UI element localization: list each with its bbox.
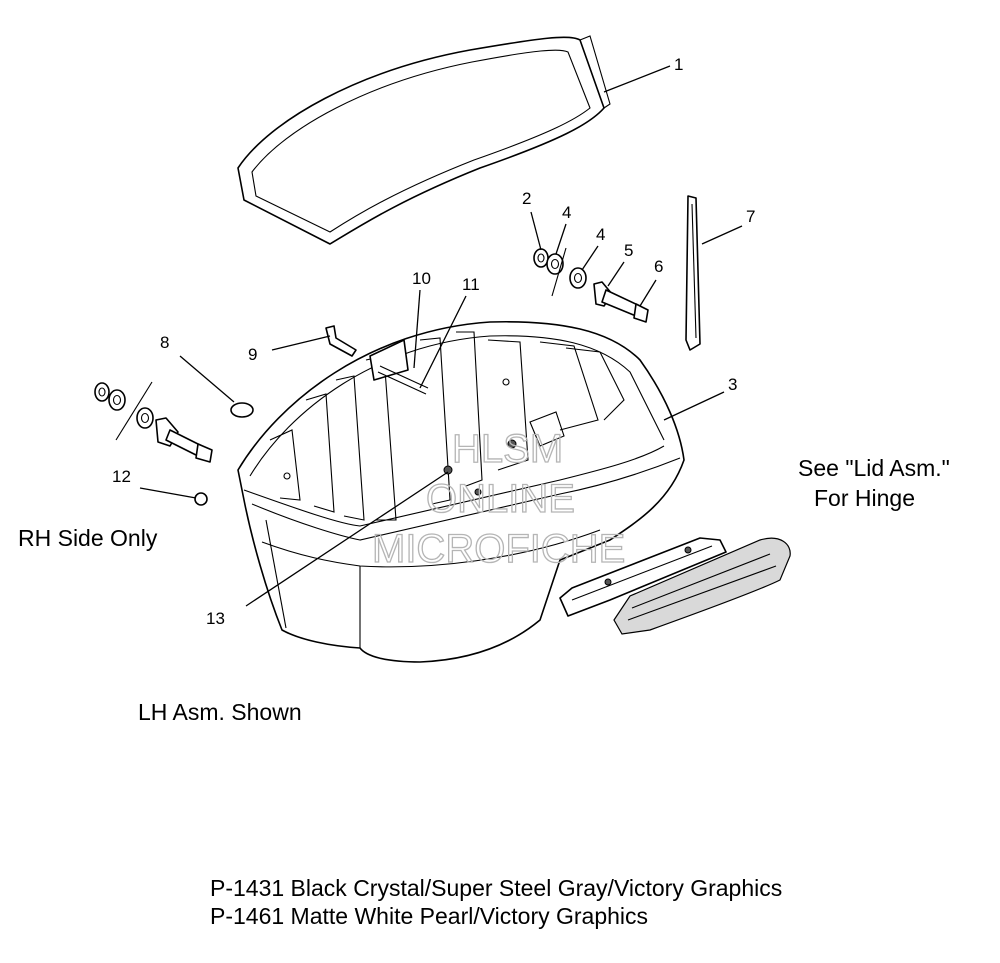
part-8-plug: [230, 402, 254, 418]
callout-4a: 4: [562, 203, 571, 222]
callout-7: 7: [746, 207, 755, 226]
note-for-hinge: For Hinge: [814, 485, 915, 511]
callout-9: 9: [248, 345, 257, 364]
note-see-lid: See "Lid Asm.": [798, 455, 950, 481]
watermark: HLSM ONLINE MICROFICHE: [371, 426, 626, 571]
hinge-assembly: [559, 537, 791, 635]
callout-4b: 4: [596, 225, 605, 244]
part-12-plug: [194, 492, 208, 506]
callouts: 1 2 3 4 4 5 6 7 8 9 10 11 12 13: [112, 55, 755, 628]
watermark-line-1: HLSM: [452, 427, 563, 471]
callout-10: 10: [412, 269, 431, 288]
leader-lines: [139, 65, 743, 607]
callout-12: 12: [112, 467, 131, 486]
callout-11: 11: [462, 275, 480, 294]
note-rh-side-only: RH Side Only: [18, 525, 158, 551]
callout-3: 3: [728, 375, 737, 394]
part-1-lid-seal: [237, 35, 611, 245]
part-7-trim-strip: [685, 195, 701, 351]
callout-8: 8: [160, 333, 169, 352]
callout-13: 13: [206, 609, 225, 628]
part-9-latch-pin: [325, 325, 357, 357]
callout-2: 2: [522, 189, 531, 208]
hardware-washers-left: [94, 381, 213, 463]
note-lh-asm-shown: LH Asm. Shown: [138, 699, 302, 725]
callout-6: 6: [654, 257, 663, 276]
watermark-line-2: ONLINE: [426, 477, 575, 521]
color-variant-2: P-1461 Matte White Pearl/Victory Graphic…: [210, 903, 648, 929]
watermark-line-3: MICROFICHE: [372, 527, 625, 571]
hardware-washers-top: [533, 247, 649, 323]
color-variant-1: P-1431 Black Crystal/Super Steel Gray/Vi…: [210, 875, 782, 901]
callout-1: 1: [674, 55, 683, 74]
part-3-saddlebag-body: [237, 320, 685, 663]
callout-5: 5: [624, 241, 633, 260]
